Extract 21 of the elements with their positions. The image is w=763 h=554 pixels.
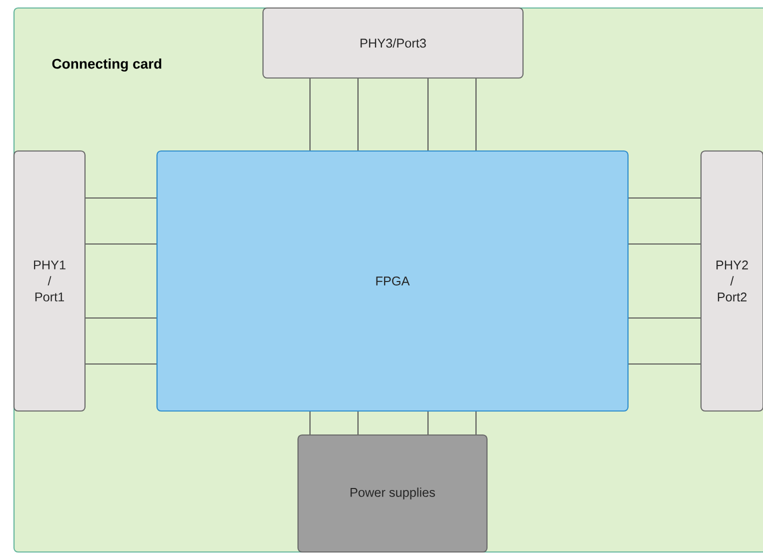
port-box: PHY3/Port3 [262, 7, 524, 79]
connector-line [86, 197, 156, 199]
port-box: PHY2 / Port2 [700, 150, 763, 412]
connector-line [475, 412, 477, 434]
connector-line [309, 78, 311, 150]
power-box: Power supplies [297, 434, 488, 553]
connector-line [357, 412, 359, 434]
connector-line [628, 243, 700, 245]
connector-line [628, 317, 700, 319]
connector-line [357, 78, 359, 150]
connector-line [427, 412, 429, 434]
connector-line [86, 317, 156, 319]
chip-box: FPGA [156, 150, 629, 412]
port-box: PHY1 / Port1 [13, 150, 86, 412]
connector-line [628, 363, 700, 365]
connector-line [628, 197, 700, 199]
connector-line [309, 412, 311, 434]
connector-line [86, 363, 156, 365]
connector-line [427, 78, 429, 150]
connector-line [475, 78, 477, 150]
connector-line [86, 243, 156, 245]
